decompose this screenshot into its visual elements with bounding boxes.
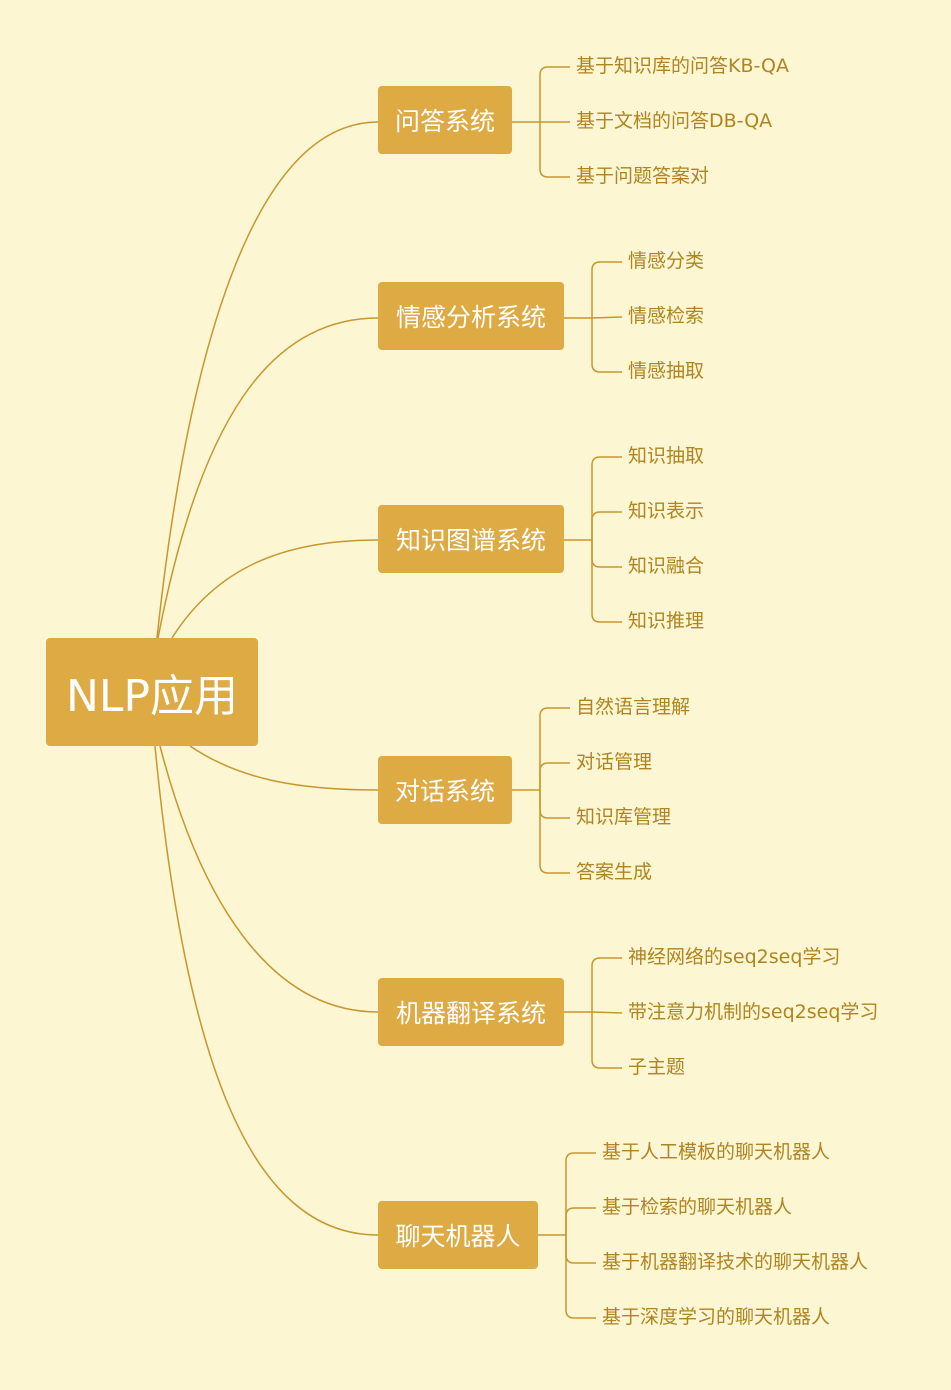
leaf-chatbot-2[interactable]: 基于检索的聊天机器人 — [602, 1196, 793, 1218]
leaf-mt-2[interactable]: 带注意力机制的seq2seq学习 — [628, 1001, 879, 1023]
connector-root-qa — [156, 121, 379, 639]
branch-chatbot[interactable]: 聊天机器人 — [378, 1201, 538, 1269]
leaf-sentiment-2[interactable]: 情感检索 — [628, 305, 705, 327]
leaf-chatbot-3[interactable]: 基于机器翻译技术的聊天机器人 — [602, 1251, 869, 1273]
leaf-dialogue-3[interactable]: 知识库管理 — [576, 806, 672, 828]
leaf-kg-4[interactable]: 知识推理 — [628, 610, 705, 632]
connector-root-chatbot — [154, 745, 379, 1236]
connector-mt-leaf-3 — [591, 1012, 622, 1069]
leaf-chatbot-4[interactable]: 基于深度学习的聊天机器人 — [602, 1306, 831, 1328]
connector-qa-leaf-1 — [539, 66, 570, 122]
connector-mt-leaf-1 — [591, 957, 622, 1012]
connector-chatbot-leaf-3 — [565, 1235, 596, 1264]
connector-sentiment-leaf-2 — [591, 316, 623, 319]
root-node[interactable]: NLP应用 — [46, 638, 258, 746]
leaf-mt-1[interactable]: 神经网络的seq2seq学习 — [628, 946, 841, 968]
leaf-dialogue-4[interactable]: 答案生成 — [576, 861, 653, 883]
leaf-qa-2[interactable]: 基于文档的问答DB-QA — [576, 110, 773, 132]
leaf-mt-3[interactable]: 子主题 — [628, 1056, 686, 1078]
connector-dialogue-leaf-1 — [539, 707, 570, 790]
leaf-dialogue-1[interactable]: 自然语言理解 — [576, 696, 691, 718]
connector-root-mt — [159, 745, 379, 1013]
connector-root-sentiment — [157, 317, 379, 639]
connector-sentiment-leaf-3 — [591, 318, 622, 373]
leaf-qa-3[interactable]: 基于问题答案对 — [576, 165, 710, 187]
leaf-sentiment-1[interactable]: 情感分类 — [628, 250, 705, 272]
connector-root-dialogue — [189, 745, 379, 791]
leaf-qa-1[interactable]: 基于知识库的问答KB-QA — [576, 55, 789, 77]
branch-qa-system[interactable]: 问答系统 — [378, 86, 512, 154]
leaf-kg-2[interactable]: 知识表示 — [628, 500, 705, 522]
connector-dialogue-leaf-3 — [539, 790, 570, 819]
leaf-chatbot-1[interactable]: 基于人工模板的聊天机器人 — [602, 1141, 831, 1163]
branch-knowledge-graph-system[interactable]: 知识图谱系统 — [378, 505, 564, 573]
connector-root-kg — [171, 539, 379, 639]
branch-sentiment-system[interactable]: 情感分析系统 — [378, 282, 564, 350]
connector-chatbot-leaf-4 — [565, 1235, 596, 1319]
branch-dialogue-system[interactable]: 对话系统 — [378, 756, 512, 824]
connector-sentiment-leaf-1 — [591, 261, 622, 318]
connector-kg-leaf-2 — [591, 511, 622, 540]
connector-chatbot-leaf-1 — [565, 1152, 596, 1235]
connector-chatbot-leaf-2 — [565, 1207, 596, 1235]
leaf-kg-1[interactable]: 知识抽取 — [628, 445, 705, 467]
connector-kg-leaf-4 — [591, 540, 622, 623]
connector-kg-leaf-1 — [591, 456, 622, 540]
connector-mt-leaf-2 — [591, 1011, 623, 1014]
leaf-dialogue-2[interactable]: 对话管理 — [576, 751, 653, 773]
connector-qa-leaf-3 — [539, 122, 570, 178]
connector-kg-leaf-3 — [591, 540, 622, 568]
leaf-sentiment-3[interactable]: 情感抽取 — [628, 360, 705, 382]
branch-machine-translation-system[interactable]: 机器翻译系统 — [378, 978, 564, 1046]
connector-dialogue-leaf-4 — [539, 790, 570, 874]
connector-dialogue-leaf-2 — [539, 762, 570, 790]
leaf-kg-3[interactable]: 知识融合 — [628, 555, 705, 577]
